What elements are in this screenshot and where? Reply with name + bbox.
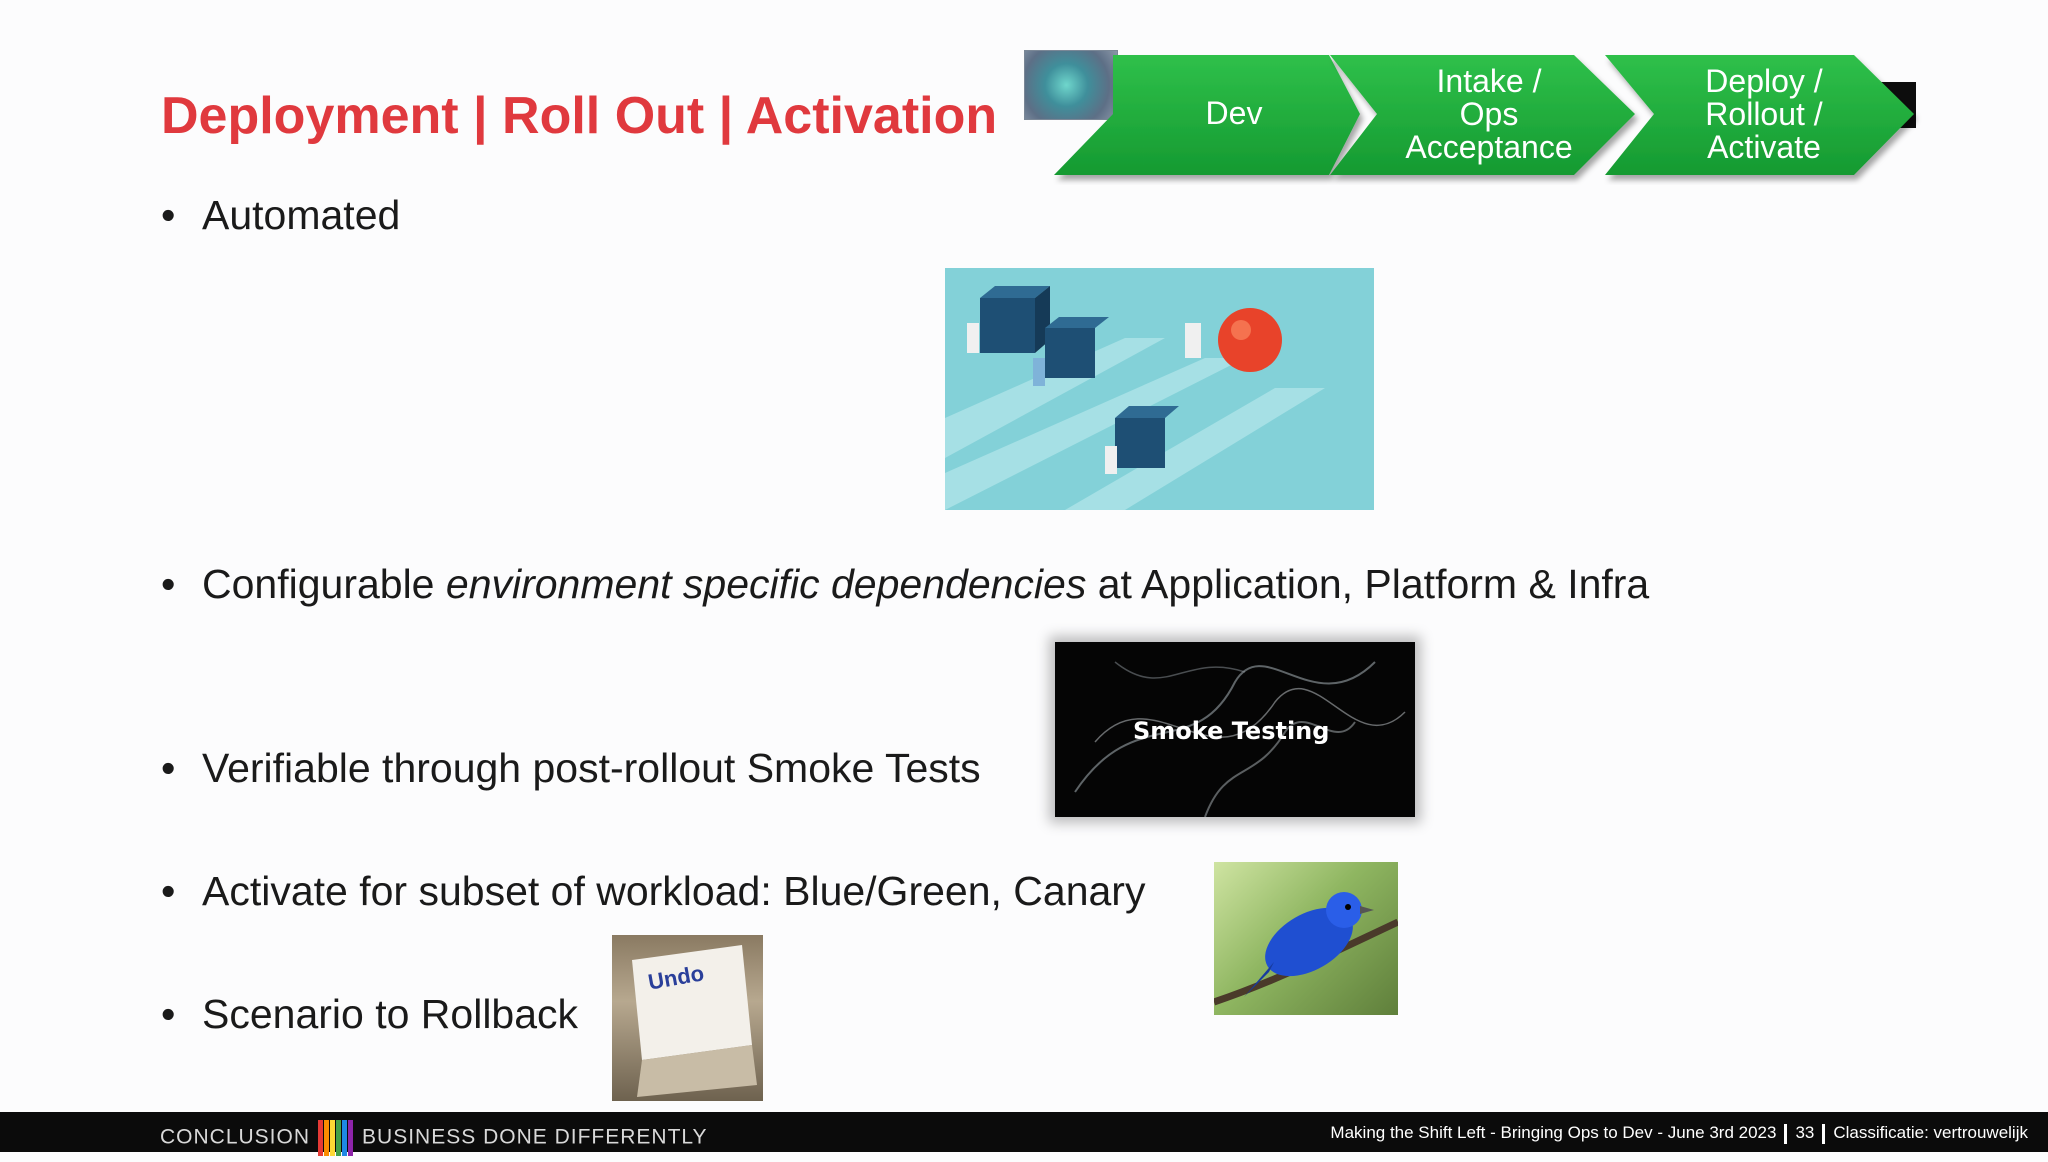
chevron-dev [1054, 55, 1360, 175]
stripe [318, 1120, 324, 1156]
footer-bar: CONCLUSION BUSINESS DONE DIFFERENTLY Maki… [0, 1112, 2048, 1156]
page-number: 33 [1795, 1123, 1815, 1142]
smoke-testing-image: Smoke Testing [1055, 642, 1415, 817]
chevron-deploy [1605, 55, 1914, 175]
footer-presentation-title: Making the Shift Left - Bringing Ops to … [1330, 1123, 1777, 1142]
process-step-dev: Dev [1179, 97, 1289, 130]
blue-bird-image [1214, 862, 1398, 1015]
footer-brand: CONCLUSION BUSINESS DONE DIFFERENTLY [160, 1120, 708, 1156]
process-step-intake: Intake / Ops Acceptance [1384, 65, 1594, 164]
bullet-configurable: • Configurable environment specific depen… [161, 561, 1649, 608]
classification-label: Classificatie: vertrouwelijk [1833, 1123, 2028, 1142]
process-step-line: Dev [1205, 95, 1263, 131]
bullet-dot: • [161, 192, 176, 238]
process-step-deploy: Deploy / Rollout / Activate [1664, 65, 1864, 164]
smoke-testing-caption: Smoke Testing [1133, 717, 1330, 745]
bullet-automated: • Automated [161, 192, 400, 239]
bullet-text: Automated [202, 192, 401, 238]
bullet-rollback: • Scenario to Rollback [161, 991, 578, 1038]
footer-color-stripes [318, 1120, 354, 1156]
chevron-intake [1330, 55, 1635, 175]
process-flow: Dev Intake / Ops Acceptance Deploy / Rol… [1024, 50, 1924, 185]
process-step-line: Rollout / [1705, 96, 1823, 132]
process-step-line: Intake / [1436, 63, 1542, 99]
process-step-line: Ops [1459, 96, 1519, 132]
stripe [330, 1120, 336, 1156]
footer-info: Making the Shift Left - Bringing Ops to … [1330, 1123, 2028, 1144]
bullet-activate: • Activate for subset of workload: Blue/G… [161, 868, 1145, 915]
stripe [348, 1120, 354, 1156]
slide: Deployment | Roll Out | Activation Dev I… [161, 50, 1924, 1101]
footer-separator [1784, 1123, 1788, 1144]
footer-tagline: BUSINESS DONE DIFFERENTLY [362, 1125, 708, 1149]
bullet-dot: • [161, 745, 176, 791]
process-chevrons [1054, 55, 1914, 175]
process-step-line: Deploy / [1705, 63, 1823, 99]
bullet-text: Verifiable through post-rollout Smoke Te… [202, 745, 981, 791]
footer-separator [1822, 1123, 1826, 1144]
bullet-text: Activate for subset of workload: Blue/Gr… [202, 868, 1146, 914]
automation-illustration [945, 268, 1374, 510]
stripe [324, 1120, 330, 1156]
bullet-verifiable: • Verifiable through post-rollout Smoke T… [161, 745, 981, 792]
slide-title: Deployment | Roll Out | Activation [161, 87, 998, 145]
footer-brand-text: CONCLUSION [160, 1125, 311, 1149]
bullet-dot: • [161, 561, 176, 607]
bullet-text: Configurable [202, 561, 446, 607]
bullet-dot: • [161, 868, 176, 914]
stripe [342, 1120, 348, 1156]
bullet-text: Scenario to Rollback [202, 991, 579, 1037]
bullet-dot: • [161, 991, 176, 1037]
undo-key-image: Undo [612, 935, 763, 1101]
bullet-italic-text: environment specific dependencies [445, 561, 1087, 607]
stripe [336, 1120, 342, 1156]
decorative-thumbnail [1024, 50, 1118, 120]
process-step-line: Activate [1707, 129, 1821, 165]
bullet-text: at Application, Platform & Infra [1086, 561, 1650, 607]
process-step-line: Acceptance [1405, 129, 1573, 165]
